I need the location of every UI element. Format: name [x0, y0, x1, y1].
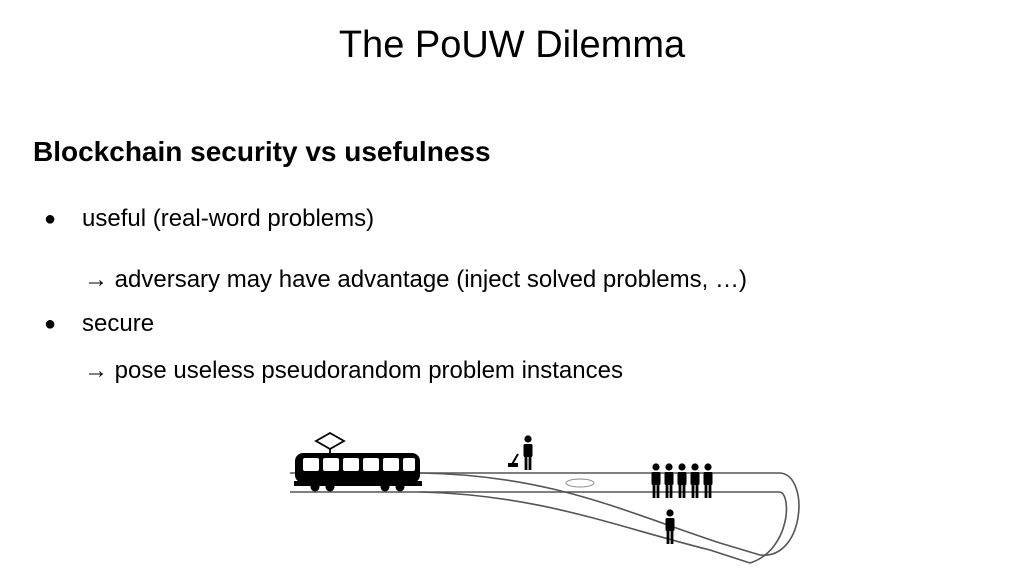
- switch-point: [565, 478, 595, 488]
- tram-icon: [294, 453, 422, 492]
- bullet-text: useful (real-word problems): [82, 205, 375, 232]
- railway-tracks: [290, 472, 800, 564]
- subpoint-adversary: → adversary may have advantage (inject s…: [84, 266, 747, 293]
- person-icon: [651, 463, 661, 498]
- bullet-marker: ●: [44, 313, 57, 335]
- bullet-marker: ●: [44, 208, 57, 230]
- person-icon: [677, 463, 687, 498]
- bystander-person-icon: [523, 435, 533, 470]
- side-track-a: [419, 472, 761, 556]
- pantograph-icon: [314, 431, 346, 451]
- loop-inner: [749, 491, 788, 564]
- bullet-text: secure: [82, 310, 155, 337]
- slide-title: The PoUW Dilemma: [338, 24, 686, 66]
- section-heading: Blockchain security vs usefulness: [33, 136, 491, 167]
- lever-icon: [508, 453, 519, 467]
- person-icon: [690, 463, 700, 498]
- person-icon: [703, 463, 713, 498]
- trolley-problem-illustration: [290, 431, 800, 564]
- loop-outer: [759, 472, 800, 556]
- people-group-main-track: [651, 463, 713, 498]
- person-icon: [664, 463, 674, 498]
- side-track-b: [419, 491, 751, 564]
- subpoint-useless-instances: → pose useless pseudorandom problem inst…: [84, 357, 623, 384]
